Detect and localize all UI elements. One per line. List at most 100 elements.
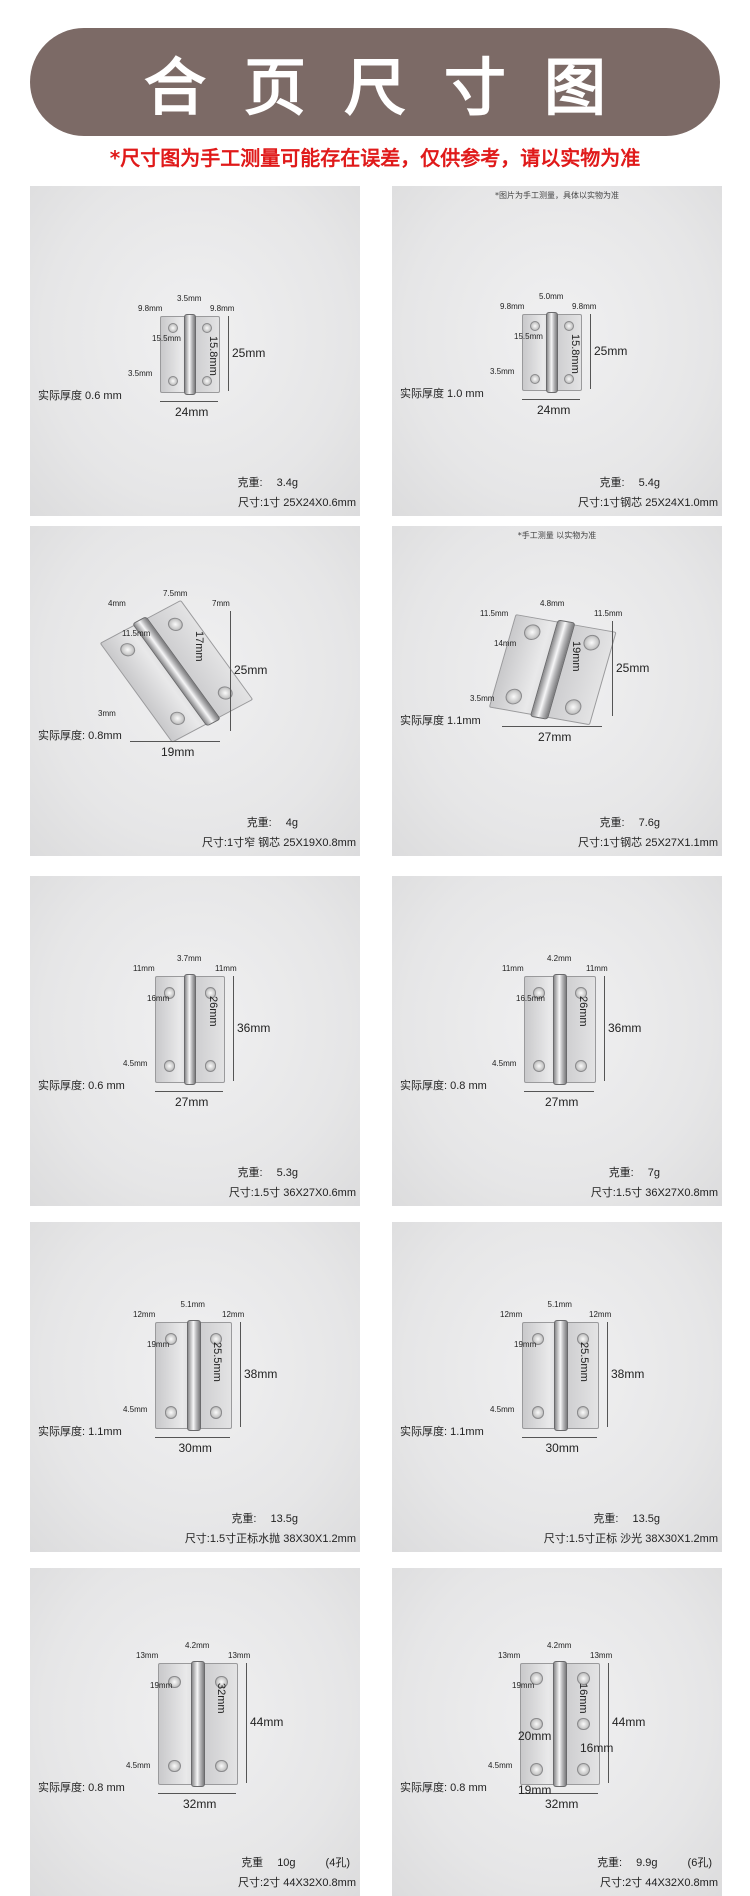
hinge-image bbox=[524, 974, 596, 1085]
dim-knuckle-width: 5.1mm bbox=[180, 1300, 205, 1309]
dim-inner: 14mm bbox=[494, 639, 517, 648]
dim-knuckle-width: 3.5mm bbox=[177, 294, 202, 303]
weight-label: 克重: bbox=[246, 817, 272, 829]
hinge-image bbox=[522, 1320, 599, 1431]
dim-inner-vertical: 19mm bbox=[570, 641, 582, 672]
size-value: 1寸窄 钢芯 25X19X0.8mm bbox=[227, 837, 356, 849]
dim-inner: 15.5mm bbox=[152, 334, 181, 343]
thickness-label: 实际厚度: 0.8 mm bbox=[400, 1080, 487, 1092]
title-banner: 合页尺寸图 bbox=[30, 28, 720, 136]
dim-width: 27mm bbox=[175, 1095, 209, 1109]
hinge-knuckle bbox=[184, 314, 196, 395]
size-label: 尺寸: bbox=[238, 1877, 264, 1889]
dim-width: 32mm bbox=[545, 1797, 579, 1811]
dim-left-margin: 4mm bbox=[108, 599, 126, 608]
dim-hole: 4.5mm bbox=[123, 1059, 148, 1068]
size-spec: 尺寸: 1寸钢芯 25X24X1.0mm bbox=[578, 494, 718, 510]
weight-value: 9.9g bbox=[636, 1857, 658, 1869]
dim-left-margin: 11mm bbox=[133, 964, 155, 973]
size-label: 尺寸: bbox=[590, 1187, 616, 1199]
screw-hole bbox=[531, 1406, 545, 1419]
dim-hole: 4.5mm bbox=[488, 1761, 513, 1770]
dim-knuckle-width: 4.2mm bbox=[547, 1641, 572, 1650]
hinge-image bbox=[520, 1661, 600, 1787]
screw-hole bbox=[214, 1759, 228, 1773]
screw-hole bbox=[164, 1406, 178, 1419]
size-label: 尺寸: bbox=[600, 1877, 626, 1889]
dim-inner: 19mm bbox=[514, 1340, 537, 1349]
thickness-label: 实际厚度: 1.1mm bbox=[400, 1426, 484, 1438]
size-value: 1寸钢芯 25X24X1.0mm bbox=[603, 497, 718, 509]
dimension-line bbox=[246, 1663, 247, 1783]
screw-hole bbox=[533, 1060, 545, 1073]
size-spec: 尺寸: 1.5寸正标水抛 38X30X1.2mm bbox=[185, 1530, 356, 1546]
weight-label: 克重: bbox=[597, 1857, 623, 1869]
dim-width: 19mm bbox=[161, 745, 195, 759]
hinge-image bbox=[158, 1661, 238, 1787]
screw-hole bbox=[163, 1060, 176, 1072]
dim-height: 25mm bbox=[594, 343, 628, 358]
dim-hole: 4.5mm bbox=[492, 1059, 517, 1068]
dim-inner-vertical: 16mm bbox=[577, 1683, 589, 1714]
weight-spec: 克重:3.4g bbox=[238, 474, 298, 490]
dim-hole: 3.5mm bbox=[490, 367, 515, 376]
dim-height: 44mm bbox=[612, 1715, 646, 1729]
screw-hole bbox=[168, 1759, 182, 1773]
dimension-line bbox=[607, 1322, 608, 1427]
screw-hole bbox=[529, 321, 540, 332]
dim-right-margin: 13mm bbox=[590, 1651, 613, 1660]
page-title: 合页尺寸图 bbox=[143, 51, 644, 124]
size-label: 尺寸: bbox=[201, 837, 227, 849]
dim-inner-vertical: 25.5mm bbox=[210, 1342, 223, 1382]
thickness-label: 实际厚度 0.6 mm bbox=[38, 390, 122, 402]
dim-height: 38mm bbox=[611, 1366, 645, 1381]
screw-hole bbox=[575, 1060, 587, 1073]
size-spec: 尺寸: 1寸钢芯 25X27X1.1mm bbox=[578, 834, 718, 850]
screw-hole bbox=[564, 321, 575, 332]
dim-hole: 3mm bbox=[98, 709, 116, 718]
size-spec: 尺寸: 1.5寸 36X27X0.6mm bbox=[229, 1184, 356, 1200]
weight-value: 13.5g bbox=[632, 1513, 660, 1525]
dim-inner: 16mm bbox=[147, 994, 170, 1003]
dim-right-margin: 11.5mm bbox=[594, 609, 623, 618]
size-spec: 尺寸: 2寸 44X32X0.8mm bbox=[238, 1874, 356, 1890]
size-label: 尺寸: bbox=[578, 497, 604, 509]
dim-height: 44mm bbox=[250, 1715, 284, 1729]
thickness-label: 实际厚度 1.1mm bbox=[400, 715, 481, 727]
weight-spec: 克重:13.5g bbox=[231, 1510, 298, 1526]
size-label: 尺寸: bbox=[543, 1533, 569, 1545]
dim-left-margin: 11mm bbox=[502, 964, 524, 973]
weight-label: 克重 bbox=[241, 1857, 264, 1869]
dim-inner-vertical: 17mm bbox=[193, 631, 205, 662]
size-value: 1.5寸 36X27X0.6mm bbox=[253, 1187, 356, 1199]
weight-value: 10g bbox=[277, 1857, 296, 1869]
dim-inner: 11.5mm bbox=[122, 629, 151, 638]
screw-hole bbox=[564, 373, 575, 384]
screw-hole bbox=[204, 986, 217, 999]
weight-label: 克重: bbox=[237, 477, 263, 489]
weight-label: 克重: bbox=[237, 1167, 263, 1179]
dim-right-margin: 13mm bbox=[228, 1651, 251, 1660]
dim-right-margin: 12mm bbox=[222, 1310, 245, 1319]
dim-right-margin: 7mm bbox=[212, 599, 230, 608]
hinge-knuckle bbox=[552, 1661, 568, 1787]
size-label: 尺寸: bbox=[578, 837, 604, 849]
hinge-knuckle bbox=[190, 1661, 206, 1787]
thickness-label: 实际厚度 1.0 mm bbox=[400, 388, 484, 400]
thickness-label: 实际厚度: 0.8 mm bbox=[400, 1782, 487, 1794]
dim-knuckle-width: 4.2mm bbox=[185, 1641, 210, 1650]
hinge-knuckle bbox=[553, 1320, 568, 1431]
size-value: 1.5寸正标水抛 38X30X1.2mm bbox=[209, 1533, 356, 1545]
dim-knuckle-width: 5.0mm bbox=[539, 292, 564, 301]
dim-inner-vertical: 26mm bbox=[577, 996, 589, 1027]
size-value: 1.5寸正标 沙光 38X30X1.2mm bbox=[568, 1533, 718, 1545]
hinge-knuckle bbox=[553, 974, 567, 1085]
weight-spec: 克重:7.6g bbox=[600, 814, 660, 830]
thickness-label: 实际厚度: 0.8 mm bbox=[38, 1782, 125, 1794]
size-label: 尺寸: bbox=[238, 497, 264, 509]
thickness-label: 实际厚度: 0.6 mm bbox=[38, 1080, 125, 1092]
